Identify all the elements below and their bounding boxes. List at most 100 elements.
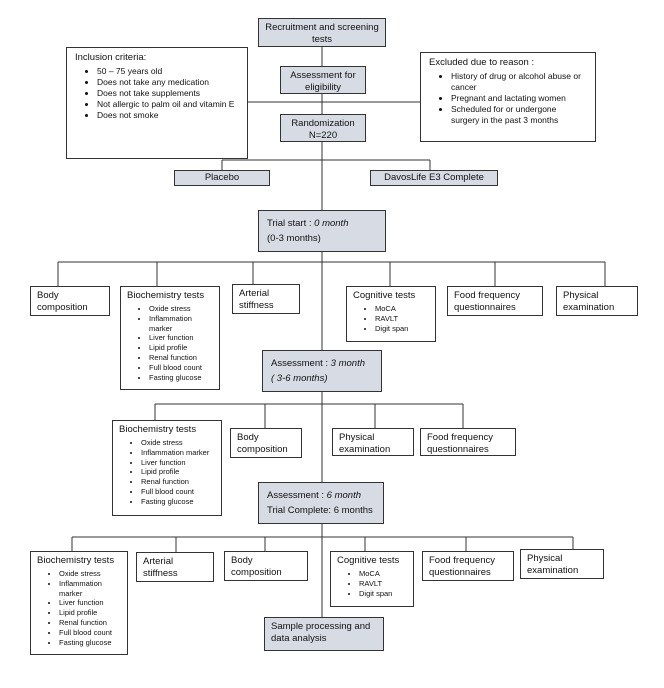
placebo-text: Placebo	[204, 172, 240, 183]
trial-start-box: Trial start : 0 month (0-3 months)	[258, 210, 386, 252]
list-item: RAVLT	[375, 314, 429, 324]
assessment-3-label: Assessment :	[271, 358, 331, 369]
list-item: Renal function	[59, 618, 121, 628]
physical-examination-box-3: Physical examination	[520, 549, 604, 579]
cognitive-list: MoCA RAVLT Digit span	[353, 304, 429, 333]
list-item: Renal function	[149, 353, 213, 363]
cognitive-box-3: Cognitive tests MoCA RAVLT Digit span	[330, 551, 414, 607]
sample-processing-text: Sample processing and data analysis	[271, 621, 371, 644]
assessment-eligibility-text: Assessment for eligibility	[290, 70, 356, 93]
list-item: Pregnant and lactating women	[451, 93, 587, 104]
list-item: Liver function	[149, 333, 213, 343]
cognitive-list: MoCA RAVLT Digit span	[337, 569, 407, 598]
assessment-6-box: Assessment : 6 month Trial Complete: 6 m…	[258, 482, 384, 524]
randomization-box: Randomization N=220	[280, 114, 366, 142]
cognitive-title: Cognitive tests	[353, 290, 416, 301]
list-item: Oxide stress	[149, 304, 213, 314]
body-composition-box-1: Body composition	[30, 286, 110, 316]
list-item: MoCA	[359, 569, 407, 579]
trial-start-time: 0 month	[314, 218, 349, 229]
trial-start-range: (0-3 months)	[267, 233, 321, 244]
arterial-stiffness-box-1: Arterial stiffness	[232, 284, 300, 314]
body-composition-text: Body composition	[37, 290, 88, 313]
assessment-3-time: 3 month	[330, 358, 365, 369]
biochemistry-list: Oxide stress Inflammation marker Liver f…	[119, 438, 215, 507]
list-item: Does not smoke	[97, 110, 239, 121]
list-item: Lipid profile	[141, 467, 215, 477]
trial-start-label: Trial start :	[267, 218, 315, 229]
physical-examination-box-2: Physical examination	[332, 428, 414, 456]
biochemistry-title: Biochemistry tests	[119, 424, 197, 435]
food-frequency-box-2: Food frequency questionnaires	[420, 428, 516, 456]
arterial-stiffness-text: Arterial stiffness	[239, 288, 274, 311]
assessment-3-box: Assessment : 3 month ( 3-6 months)	[262, 350, 382, 392]
assessment-eligibility-box: Assessment for eligibility	[280, 66, 366, 94]
inclusion-criteria-box: Inclusion criteria: 50 – 75 years old Do…	[66, 47, 248, 159]
list-item: Full blood count	[149, 363, 213, 373]
list-item: Scheduled for or undergone surgery in th…	[451, 104, 587, 126]
list-item: Oxide stress	[59, 569, 121, 579]
body-composition-text: Body composition	[237, 432, 288, 455]
list-item: Renal function	[141, 477, 215, 487]
biochemistry-title: Biochemistry tests	[37, 555, 115, 566]
biochemistry-box-2: Biochemistry tests Oxide stress Inflamma…	[112, 420, 222, 516]
excluded-box: Excluded due to reason : History of drug…	[420, 52, 596, 142]
body-composition-text: Body composition	[231, 555, 282, 578]
list-item: Not allergic to palm oil and vitamin E	[97, 99, 239, 110]
recruitment-box: Recruitment and screening tests	[258, 18, 386, 47]
assessment-3-range: ( 3-6 months)	[271, 373, 328, 384]
list-item: Inflammation marker	[149, 314, 213, 334]
list-item: 50 – 75 years old	[97, 66, 239, 77]
recruitment-text: Recruitment and screening tests	[265, 22, 379, 45]
list-item: Full blood count	[59, 628, 121, 638]
inclusion-title: Inclusion criteria:	[75, 52, 147, 63]
cognitive-box-1: Cognitive tests MoCA RAVLT Digit span	[346, 286, 436, 342]
arterial-stiffness-box-3: Arterial stiffness	[136, 552, 214, 582]
arterial-stiffness-text: Arterial stiffness	[143, 556, 178, 579]
placebo-box: Placebo	[174, 170, 270, 186]
list-item: Liver function	[141, 458, 215, 468]
list-item: Inflammation marker	[141, 448, 215, 458]
physical-examination-text: Physical examination	[563, 290, 615, 313]
list-item: Lipid profile	[149, 343, 213, 353]
food-frequency-box-1: Food frequency questionnaires	[447, 286, 543, 316]
list-item: History of drug or alcohol abuse or canc…	[451, 71, 587, 93]
list-item: Does not take supplements	[97, 88, 239, 99]
excluded-list: History of drug or alcohol abuse or canc…	[429, 71, 587, 126]
body-composition-box-2: Body composition	[230, 428, 302, 458]
biochemistry-title: Biochemistry tests	[127, 290, 205, 301]
list-item: Oxide stress	[141, 438, 215, 448]
davoslife-box: DavosLife E3 Complete	[370, 170, 498, 186]
food-frequency-text: Food frequency questionnaires	[429, 555, 496, 578]
list-item: Lipid profile	[59, 608, 121, 618]
cognitive-title: Cognitive tests	[337, 555, 400, 566]
food-frequency-text: Food frequency questionnaires	[454, 290, 521, 313]
food-frequency-box-3: Food frequency questionnaires	[422, 551, 514, 581]
inclusion-list: 50 – 75 years old Does not take any medi…	[75, 66, 239, 121]
list-item: Fasting glucose	[141, 497, 215, 507]
list-item: Fasting glucose	[59, 638, 121, 648]
list-item: Fasting glucose	[149, 373, 213, 383]
sample-processing-box: Sample processing and data analysis	[264, 617, 384, 651]
biochemistry-list: Oxide stress Inflammation marker Liver f…	[127, 304, 213, 382]
assessment-6-time: 6 month	[326, 490, 361, 501]
list-item: MoCA	[375, 304, 429, 314]
list-item: Does not take any medication	[97, 77, 239, 88]
food-frequency-text: Food frequency questionnaires	[427, 432, 494, 455]
excluded-title: Excluded due to reason :	[429, 57, 535, 68]
list-item: Digit span	[359, 589, 407, 599]
davoslife-text: DavosLife E3 Complete	[384, 172, 484, 183]
list-item: Digit span	[375, 324, 429, 334]
randomization-text: Randomization	[291, 118, 355, 129]
list-item: Full blood count	[141, 487, 215, 497]
physical-examination-text: Physical examination	[527, 553, 579, 576]
body-composition-box-3: Body composition	[224, 551, 308, 581]
sample-size-text: N=220	[308, 130, 338, 141]
list-item: Inflammation marker	[59, 579, 121, 599]
biochemistry-box-3: Biochemistry tests Oxide stress Inflamma…	[30, 551, 128, 655]
physical-examination-text: Physical examination	[339, 432, 391, 455]
trial-complete-text: Trial Complete: 6 months	[267, 505, 373, 516]
biochemistry-box-1: Biochemistry tests Oxide stress Inflamma…	[120, 286, 220, 390]
physical-examination-box-1: Physical examination	[556, 286, 638, 316]
assessment-6-label: Assessment :	[267, 490, 327, 501]
